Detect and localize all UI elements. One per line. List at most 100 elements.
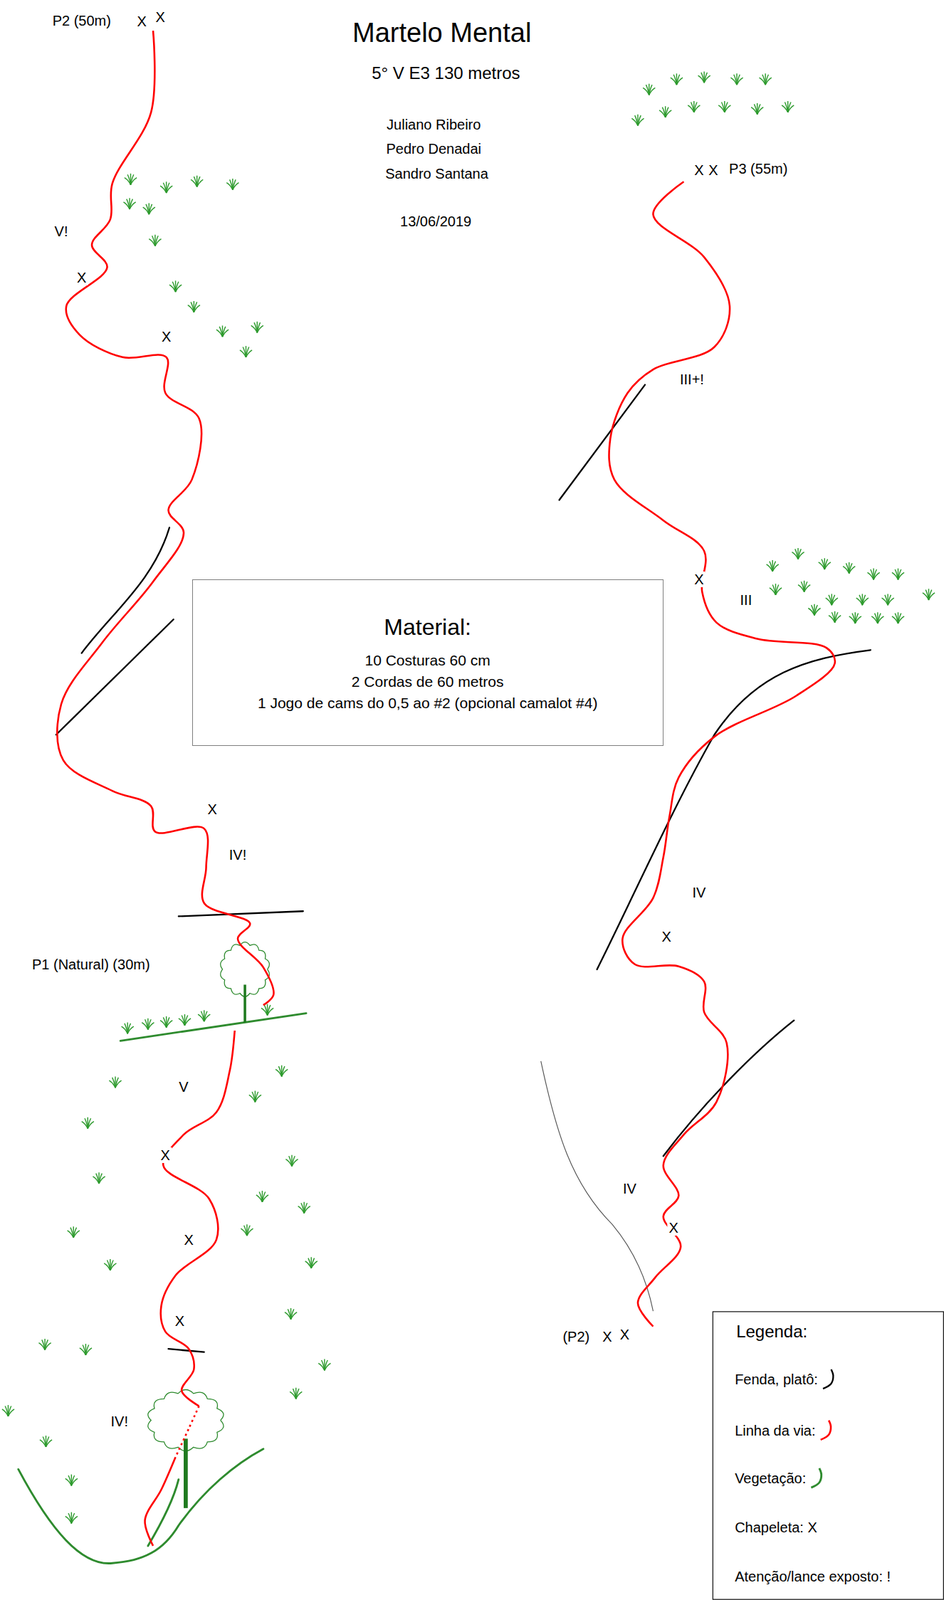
grass-blade <box>804 585 811 593</box>
grass-blade <box>831 598 838 606</box>
ground-line <box>18 1449 264 1565</box>
legend-frame <box>712 1312 944 1600</box>
grass-tuft <box>825 593 838 606</box>
grass-blade <box>129 202 136 210</box>
grass-blade <box>261 1195 269 1203</box>
grass-tuft <box>882 593 895 606</box>
grass-blade <box>46 1440 53 1448</box>
bolt-mark: X <box>618 1327 631 1343</box>
bolt-mark: X <box>159 1147 172 1164</box>
grass-tuft <box>92 1172 105 1184</box>
grass-blade <box>637 118 645 126</box>
grass-tuft <box>190 175 203 188</box>
grass-tuft <box>240 1224 253 1236</box>
grass-blade <box>71 1516 78 1524</box>
grass-tuft <box>249 1091 262 1103</box>
grass-tuft <box>642 84 655 96</box>
grass-tuft <box>284 1308 297 1320</box>
grass-blade <box>311 1261 318 1269</box>
grass-tuft <box>261 1004 274 1016</box>
grass-blade <box>148 1023 155 1031</box>
grass-tuft <box>808 604 821 616</box>
grass-tuft <box>289 1388 302 1400</box>
grass-blade <box>862 598 869 606</box>
author-name: Sandro Santana <box>385 165 489 182</box>
grass-tuft <box>867 568 880 581</box>
route-title: Martelo Mental <box>352 18 532 49</box>
grade-mark: V <box>177 1079 190 1095</box>
grade-mark: IV! <box>108 1413 129 1430</box>
ground-line <box>148 1480 179 1547</box>
grass-tuft <box>751 103 764 115</box>
grass-blade <box>166 185 173 193</box>
tree <box>148 1390 224 1509</box>
grass-blade <box>877 616 885 624</box>
grass-blade <box>148 207 156 215</box>
grass-blade <box>704 75 711 83</box>
grass-blade <box>887 598 895 606</box>
grass-tuft <box>318 1359 331 1372</box>
grass-tuft <box>871 612 884 624</box>
grass-tuft <box>842 562 856 574</box>
grade-mark: IV <box>621 1181 638 1197</box>
grass-blade <box>245 350 253 358</box>
ledge-line <box>168 1349 205 1352</box>
grass-tuft <box>148 234 161 247</box>
grade-mark: III <box>738 592 754 608</box>
bolt-mark: X <box>600 1329 613 1345</box>
bolt-mark: X <box>667 1220 680 1236</box>
bolt-mark: X <box>205 801 218 818</box>
grass-tuft <box>160 181 173 193</box>
grass-blade <box>649 87 656 95</box>
bolt-mark: X <box>692 571 705 588</box>
grass-tuft <box>251 321 264 334</box>
belay-label: P3 (55m) <box>727 160 789 177</box>
grass-tuft <box>67 1226 80 1239</box>
tree <box>220 942 270 1024</box>
legend-text: Linha da via: <box>734 1423 816 1439</box>
grass-tuft <box>766 560 779 572</box>
grass-tuft <box>226 178 239 191</box>
grass-blade <box>724 105 732 113</box>
grass-blade <box>897 616 905 624</box>
grass-tufts <box>2 71 935 1524</box>
tree-trunk <box>183 1438 188 1508</box>
grass-blade <box>928 593 935 601</box>
grass-tuft <box>818 558 831 570</box>
grass-tuft <box>197 1010 211 1022</box>
grass-blade <box>73 1230 80 1239</box>
grass-tuft <box>141 1018 154 1031</box>
belay-label: P1 (Natural) (30m) <box>30 956 152 973</box>
grass-tuft <box>79 1344 92 1356</box>
author-name: Juliano Ribeiro <box>386 116 481 133</box>
grass-blade <box>222 329 230 337</box>
bolt-mark: X <box>659 929 673 945</box>
route-line <box>175 1406 200 1459</box>
route-line <box>56 30 274 1006</box>
grass-blade <box>71 1478 78 1486</box>
bolt-mark: X <box>75 269 88 286</box>
grass-tuft <box>631 114 644 127</box>
grass-tuft <box>121 1023 134 1035</box>
grass-blade <box>324 1363 332 1371</box>
grass-blade <box>665 110 673 118</box>
grass-blade <box>765 77 772 85</box>
grass-tuft <box>103 1259 117 1271</box>
material-item: 10 Costuras 60 cm <box>365 649 491 672</box>
grass-blade <box>772 564 779 572</box>
grass-tuft <box>798 580 811 593</box>
grass-tuft <box>216 325 229 337</box>
grass-tuft <box>65 1475 78 1487</box>
grass-blade <box>267 1008 275 1016</box>
grass-tuft <box>922 588 935 601</box>
grass-blade <box>87 1121 94 1130</box>
grass-tuft <box>718 101 731 113</box>
grass-tuft <box>285 1155 298 1167</box>
grass-blade <box>130 177 137 186</box>
grass-blade <box>98 1176 106 1184</box>
grass-tuft <box>143 202 156 215</box>
bolt-mark: X <box>153 9 166 25</box>
grass-tuft <box>687 101 700 113</box>
grass-tuft <box>81 1117 94 1130</box>
